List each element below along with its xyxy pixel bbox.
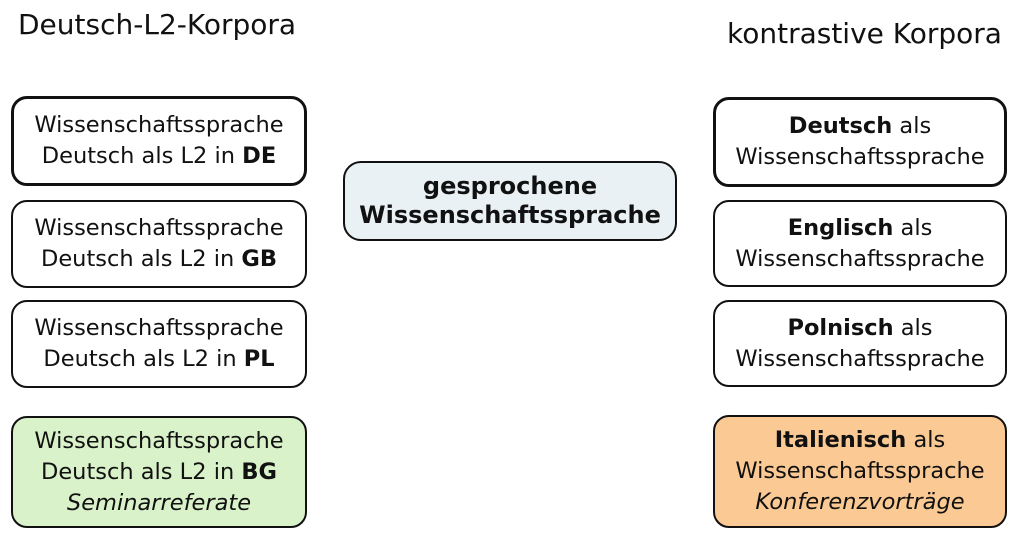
box-subtitle-line: Deutsch als L2 in GB [41,244,277,275]
box-wissenschaftssprache-l2-bg: Wissenschaftssprache Deutsch als L2 in B… [11,416,307,528]
box-englisch-als-wissenschaftssprache: Englisch als Wissenschaftssprache [713,200,1007,287]
language-name: Italienisch [774,427,907,453]
country-code: DE [242,143,277,169]
box-title-line: Wissenschaftssprache [735,458,985,484]
subtitle-text: Deutsch als L2 in [41,143,235,169]
box-language-line: Englisch als [788,213,933,244]
language-suffix: als [900,314,933,341]
box-title-line: Wissenschaftssprache [735,245,985,272]
box-wissenschaftssprache-l2-de: Wissenschaftssprache Deutsch als L2 in D… [11,96,307,186]
country-code: PL [243,346,275,372]
box-title-line: Wissenschaftssprache [735,144,985,170]
box-polnisch-als-wissenschaftssprache: Polnisch als Wissenschaftssprache [713,300,1007,387]
box-genre-line: Konferenzvorträge [755,489,965,515]
center-box-line2: Wissenschaftssprache [359,201,661,229]
language-suffix: als [913,427,946,453]
box-deutsch-als-wissenschaftssprache: Deutsch als Wissenschaftssprache [713,97,1007,187]
box-language-line: Polnisch als [787,313,932,344]
center-box-line1: gesprochene [422,172,598,200]
country-code: BG [241,458,277,485]
box-genre-line: Seminarreferate [66,489,252,516]
box-title-line: Wissenschaftssprache [34,215,284,241]
language-suffix: als [900,214,933,241]
box-subtitle-line: Deutsch als L2 in PL [43,344,274,375]
heading-kontrastive-korpora: kontrastive Korpora [727,17,1002,50]
box-title-line: Wissenschaftssprache [34,315,284,341]
box-wissenschaftssprache-l2-gb: Wissenschaftssprache Deutsch als L2 in G… [11,200,307,288]
box-title-line: Wissenschaftssprache [34,112,284,138]
language-name: Deutsch [788,113,893,139]
subtitle-text: Deutsch als L2 in [41,458,235,485]
box-language-line: Deutsch als [789,111,931,142]
language-name: Polnisch [787,314,894,341]
subtitle-text: Deutsch als L2 in [41,246,235,272]
box-italienisch-als-wissenschaftssprache: Italienisch als Wissenschaftssprache Kon… [713,415,1007,528]
language-name: Englisch [787,214,894,241]
box-title-line: Wissenschaftssprache [735,345,985,372]
box-language-line: Italienisch als [775,425,945,456]
box-title-line: Wissenschaftssprache [34,427,284,454]
heading-deutsch-l2-korpora: Deutsch-L2-Korpora [18,8,297,41]
box-subtitle-line: Deutsch als L2 in BG [41,457,277,488]
box-gesprochene-wissenschaftssprache: gesprochene Wissenschaftssprache [343,161,677,241]
language-suffix: als [899,113,932,139]
country-code: GB [241,246,277,272]
box-subtitle-line: Deutsch als L2 in DE [42,141,276,172]
subtitle-text: Deutsch als L2 in [43,346,237,372]
box-wissenschaftssprache-l2-pl: Wissenschaftssprache Deutsch als L2 in P… [11,300,307,388]
